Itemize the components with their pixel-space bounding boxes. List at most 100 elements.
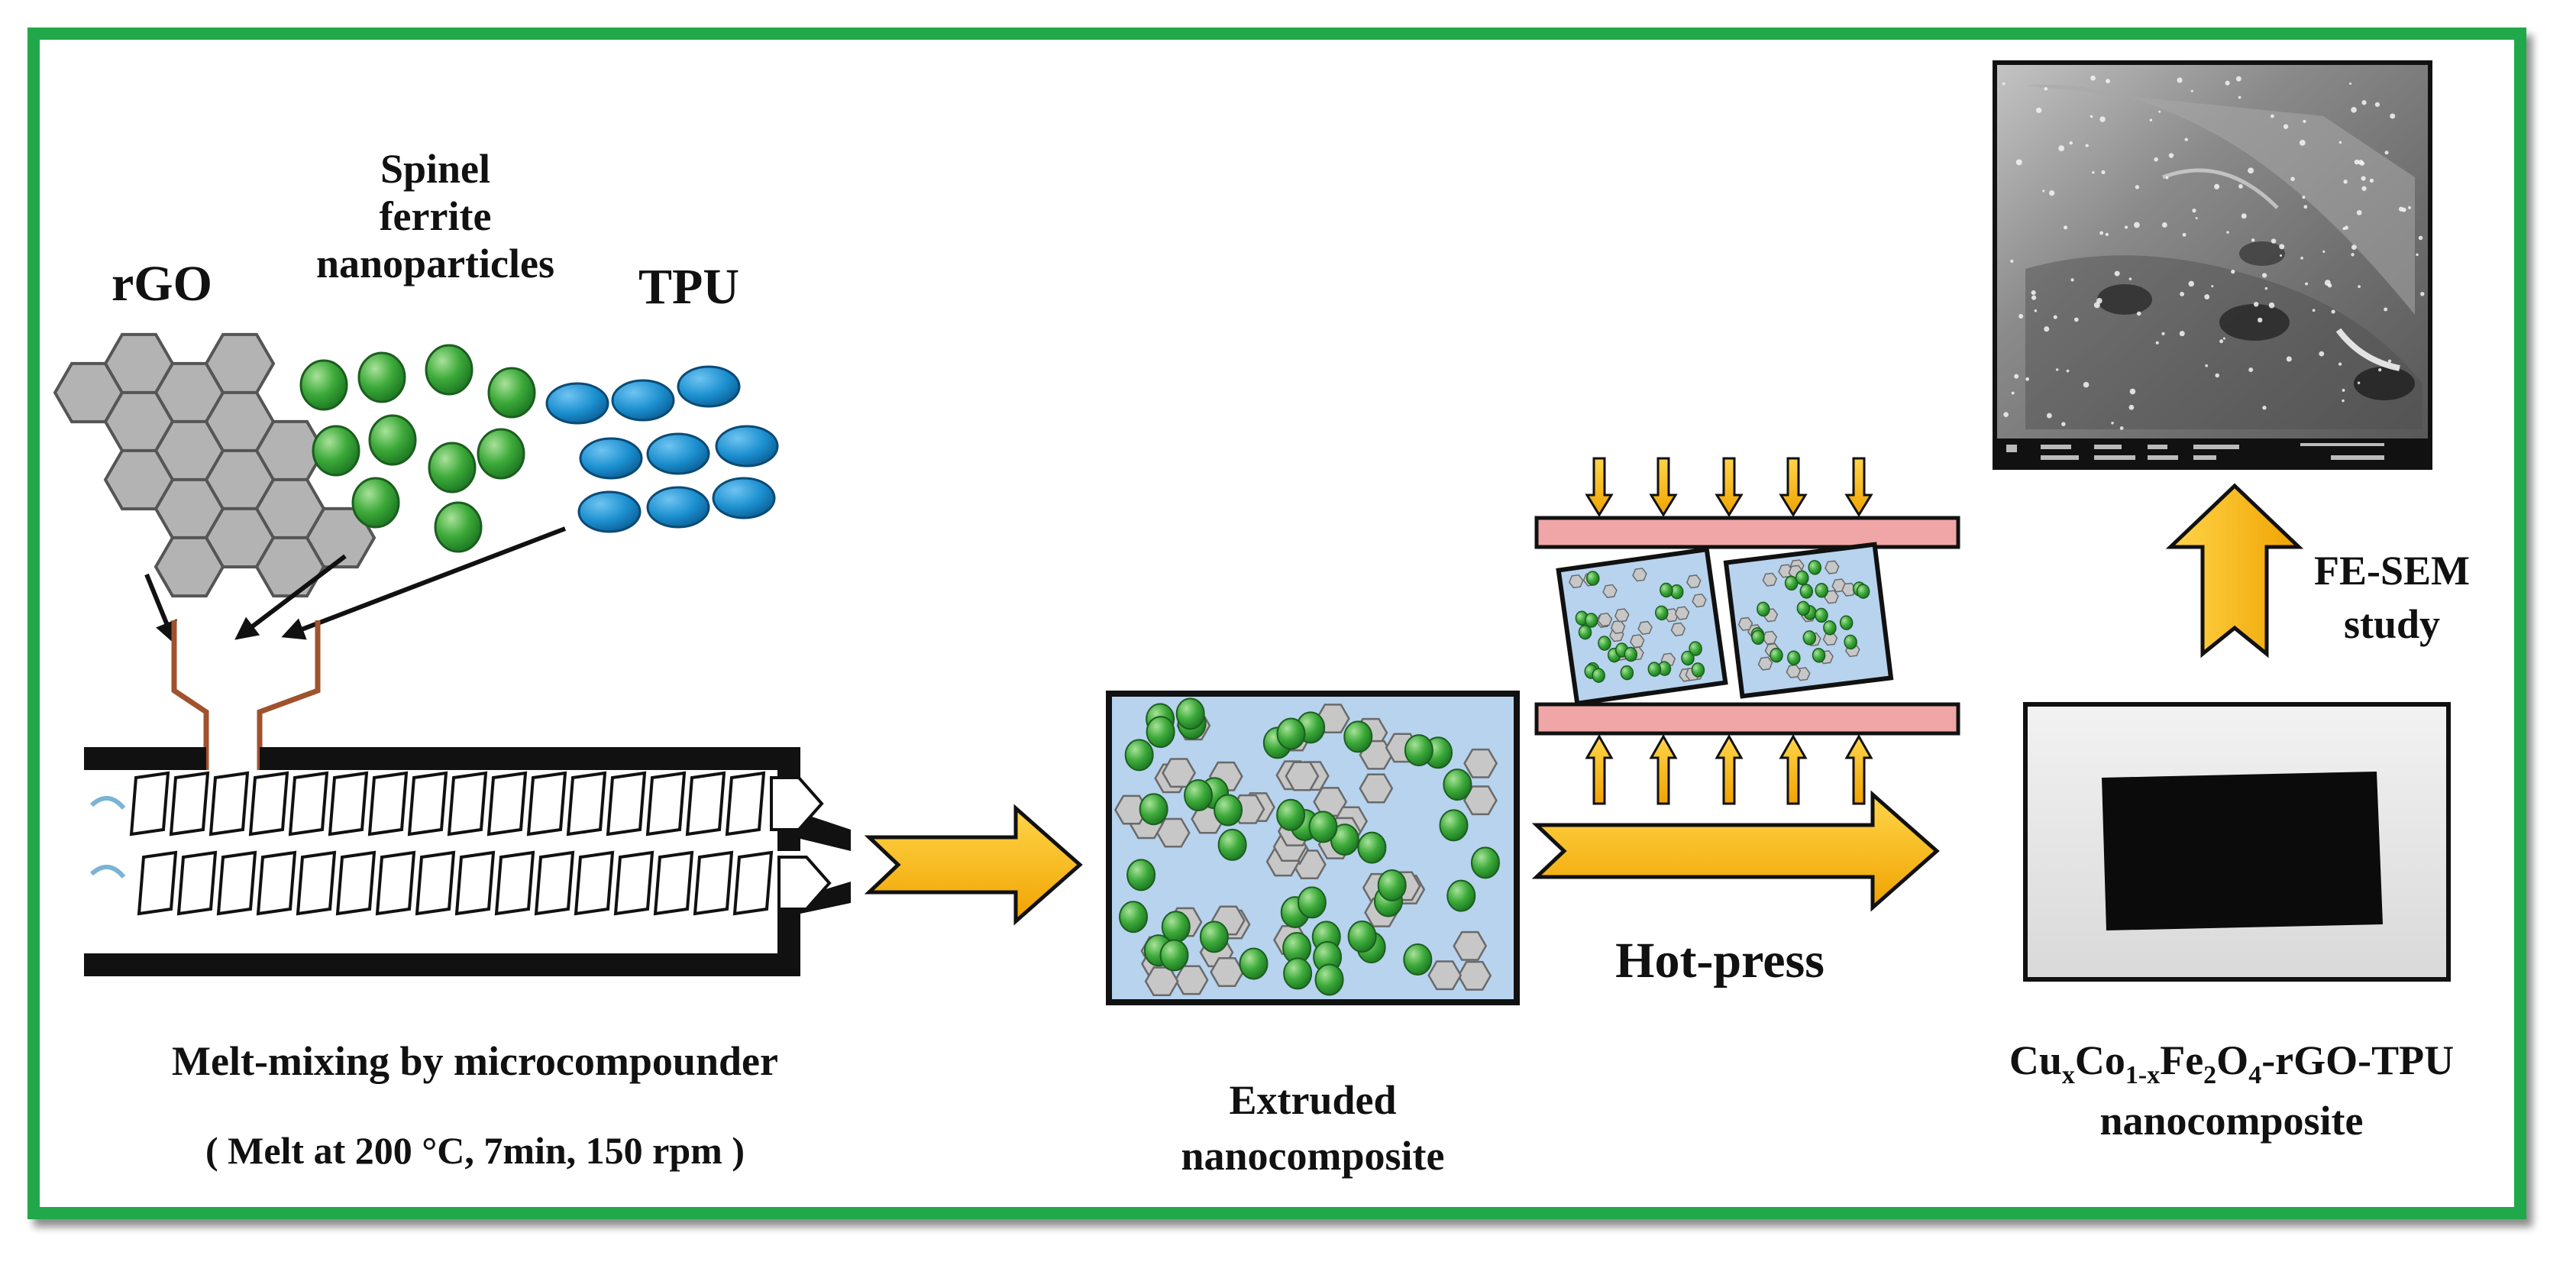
graphene-flake — [1463, 748, 1498, 778]
graphene-hexagon — [204, 332, 276, 395]
sem-particle — [2390, 113, 2396, 119]
sem-particle — [2361, 186, 2367, 191]
graphene-flake — [1453, 930, 1488, 961]
sem-particle — [2374, 102, 2380, 107]
sem-particle — [2158, 110, 2161, 113]
ferrite-particle — [1283, 957, 1313, 990]
ferrite-particle — [1647, 662, 1662, 677]
press-arrow-up — [1585, 733, 1614, 805]
ferrite-particle — [1585, 571, 1600, 586]
sem-particle — [2387, 359, 2392, 363]
ferrite-particle — [1681, 650, 1695, 666]
ferrite-nanoparticle — [477, 428, 525, 480]
sem-particle — [2011, 391, 2015, 395]
graphene-flake — [1614, 608, 1630, 623]
sem-particle — [2205, 364, 2208, 367]
sem-particle — [2327, 283, 2332, 288]
ferrite-particle — [1757, 601, 1770, 617]
sem-particle — [2300, 256, 2303, 260]
sem-particle — [2099, 116, 2106, 122]
sem-particle — [2177, 77, 2183, 83]
sem-particle — [2182, 232, 2187, 237]
pressed-sample — [1723, 542, 1894, 699]
sem-particle — [2215, 373, 2219, 378]
sem-particle — [2014, 374, 2019, 379]
screw-flight — [415, 850, 456, 916]
graphene-flake — [1463, 785, 1498, 816]
tpu-pellet — [677, 365, 741, 408]
sem-particle — [2111, 422, 2114, 425]
hot-press-label: Hot-press — [1615, 933, 1825, 989]
ferrite-particle — [1214, 794, 1243, 827]
sem-particle — [2135, 185, 2140, 189]
graphene-flake — [1786, 664, 1802, 678]
spinel-label-line3: nanoparticles — [315, 241, 554, 287]
sem-particle — [2312, 309, 2316, 312]
sem-particle — [2042, 189, 2045, 193]
sem-particle — [2361, 176, 2366, 181]
feed-hopper — [171, 620, 321, 770]
sem-particle — [2192, 208, 2196, 213]
sem-particle — [2031, 295, 2037, 300]
ferrite-particle — [1815, 607, 1828, 623]
fesem-micrograph — [1993, 60, 2432, 470]
ferrite-nanoparticle — [299, 359, 348, 411]
sem-particle — [2114, 270, 2120, 277]
sem-particle — [2002, 83, 2006, 86]
sem-particle — [2420, 292, 2425, 296]
ferrite-particle — [1159, 939, 1189, 972]
screw-flight — [216, 850, 257, 916]
sem-particle — [2134, 222, 2140, 228]
product-formula: CuxCo1-xFe2O4-rGO-TPU — [2009, 1037, 2455, 1089]
melt-conditions-label: ( Melt at 200 °C, 7min, 150 rpm ) — [205, 1129, 745, 1172]
spinel-ferrite-nanoparticles — [299, 344, 536, 553]
sem-particle — [2184, 138, 2188, 141]
feed-arrows — [144, 526, 567, 645]
screw-flight — [534, 850, 575, 916]
sem-particle — [2226, 231, 2229, 234]
screw-flight — [447, 771, 488, 836]
product-label: CuxCo1-xFe2O4-rGO-TPU nanocomposite — [1949, 1033, 2514, 1149]
sem-particle — [2154, 157, 2158, 162]
press-arrow-up — [1715, 733, 1744, 805]
ferrite-nanoparticle — [434, 501, 483, 553]
sem-particle — [2128, 404, 2135, 410]
graphene-flake — [1597, 613, 1613, 627]
press-arrow-up — [1779, 733, 1808, 805]
sem-particle — [2302, 196, 2306, 199]
sem-particle — [2099, 231, 2104, 235]
ferrite-particle — [1377, 869, 1407, 901]
ferrite-particle — [1796, 600, 1811, 616]
ferrite-particle — [1443, 769, 1472, 801]
ferrite-particle — [1343, 720, 1373, 753]
screw-flight — [335, 850, 377, 916]
sem-particle — [2136, 311, 2141, 316]
sem-particle — [2093, 302, 2100, 309]
graphene-flake — [1632, 568, 1647, 582]
ferrite-particle — [1844, 634, 1857, 650]
sem-particle — [2303, 205, 2308, 209]
ferrite-particle — [1812, 648, 1826, 663]
tpu-pellet — [577, 490, 642, 533]
graphene-flake — [1285, 761, 1320, 791]
sem-particle — [2235, 76, 2241, 82]
sem-particle — [2085, 144, 2089, 147]
sem-particle — [2015, 159, 2022, 166]
graphene-flake — [1692, 593, 1707, 608]
ferrite-particle — [1689, 641, 1702, 656]
press-arrows-down — [1585, 457, 1873, 517]
sem-particle — [2168, 153, 2174, 158]
graphene-flake — [1674, 606, 1690, 620]
hot-press-arrow — [1531, 790, 1940, 912]
graphene-flake — [1427, 960, 1463, 991]
sem-particle — [2378, 368, 2382, 372]
sem-particle — [2090, 75, 2096, 81]
sem-particle — [2257, 317, 2263, 323]
sem-particle — [2349, 83, 2352, 86]
sem-particle — [2025, 377, 2030, 381]
sem-particle — [2384, 307, 2388, 312]
ferrite-particle — [1592, 668, 1605, 683]
sem-particle — [2319, 351, 2325, 357]
sem-particle — [2231, 269, 2235, 274]
sem-particle — [2049, 190, 2055, 196]
